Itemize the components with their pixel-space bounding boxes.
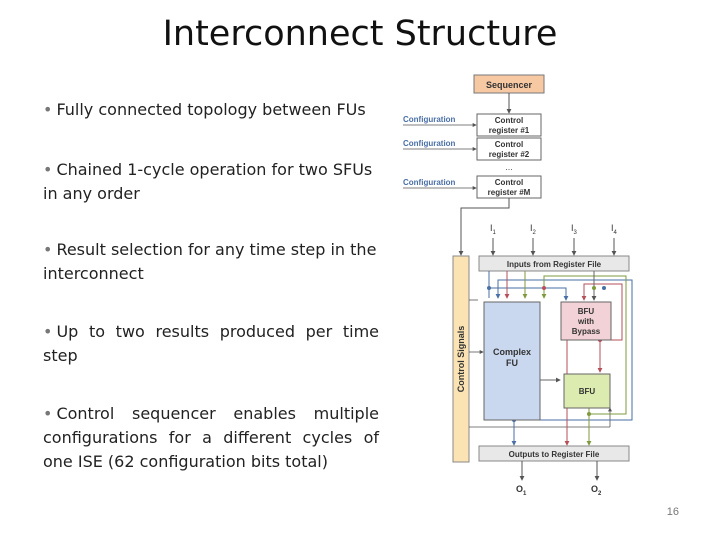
- bfu-box: [563, 373, 611, 409]
- bullet-dot: •: [43, 240, 53, 259]
- register-2-label-a: Control: [495, 140, 523, 149]
- register-ellipsis: ...: [505, 162, 513, 172]
- junction-dot: [587, 412, 591, 416]
- bfu-bypass-label-a: BFU: [578, 307, 595, 316]
- bullet-text: Chained 1-cycle operation for two SFUs i…: [43, 160, 373, 203]
- bullet-dot: •: [43, 100, 53, 119]
- junction-dot: [592, 286, 596, 290]
- register-to-control-wire: [458, 198, 510, 256]
- register-2-label-b: register #2: [489, 150, 530, 159]
- input-i2-label: I2: [530, 223, 537, 236]
- register-m-label-a: Control: [495, 178, 523, 187]
- bullet-dot: •: [43, 160, 53, 179]
- bfu-with-bypass-box: [560, 301, 612, 341]
- register-1-label-b: register #1: [489, 126, 530, 135]
- complex-fu-box: [483, 301, 541, 421]
- bullet-item: •Fully connected topology between FUs: [43, 98, 379, 122]
- bullet-dot: •: [43, 404, 53, 423]
- inputs-bar-label: Inputs from Register File: [507, 260, 602, 269]
- bullet-item: •Up to two results produced per time ste…: [43, 320, 379, 368]
- junction-dot: [487, 286, 491, 290]
- junction-dot: [602, 286, 606, 290]
- output-o1-label: O1: [516, 484, 527, 497]
- complex-fu-label-b: FU: [506, 358, 518, 368]
- junction-dot: [542, 286, 546, 290]
- bullet-text: Result selection for any time step in th…: [43, 240, 377, 283]
- bullet-dot: •: [43, 322, 53, 341]
- configuration-label-m: Configuration: [403, 178, 456, 187]
- wire-green-feedback: [541, 275, 627, 415]
- wire-red-feedback: [581, 283, 623, 341]
- bfu-label: BFU: [579, 387, 596, 396]
- configuration-label-2: Configuration: [403, 139, 456, 148]
- control-signals-label: Control Signals: [456, 326, 466, 393]
- sequencer-label: Sequencer: [486, 80, 533, 90]
- bfu-bypass-label-b: with: [577, 317, 594, 326]
- outputs-to-register-file-bar: [478, 445, 630, 462]
- bfu-bypass-label-c: Bypass: [572, 327, 601, 336]
- wire-blue-to-bfu: [489, 287, 569, 301]
- inputs-from-register-file-bar: [478, 255, 630, 272]
- bullet-item: •Result selection for any time step in t…: [43, 238, 379, 286]
- bullet-text: Fully connected topology between FUs: [56, 100, 366, 119]
- input-i3-label: I3: [571, 223, 578, 236]
- bullet-text: Control sequencer enables multiple confi…: [43, 404, 379, 471]
- wire-blue-feedback: [495, 279, 633, 421]
- page-number: 16: [666, 506, 679, 518]
- bullet-item: •Control sequencer enables multiple conf…: [43, 402, 379, 474]
- outputs-bar-label: Outputs to Register File: [509, 450, 600, 459]
- control-register-1: [476, 113, 542, 137]
- output-o2-label: O2: [591, 484, 602, 497]
- control-signals-bar: [452, 255, 470, 463]
- input-i4-label: I4: [611, 223, 618, 236]
- control-register-2: [476, 137, 542, 161]
- register-1-label-a: Control: [495, 116, 523, 125]
- configuration-label-1: Configuration: [403, 115, 456, 124]
- slide-title: Interconnect Structure: [162, 14, 558, 54]
- input-i1-label: I1: [490, 223, 497, 236]
- bullet-item: •Chained 1-cycle operation for two SFUs …: [43, 158, 379, 206]
- complex-fu-label-a: Complex: [493, 347, 531, 357]
- register-m-label-b: register #M: [488, 188, 531, 197]
- bullet-text: Up to two results produced per time step: [43, 322, 379, 365]
